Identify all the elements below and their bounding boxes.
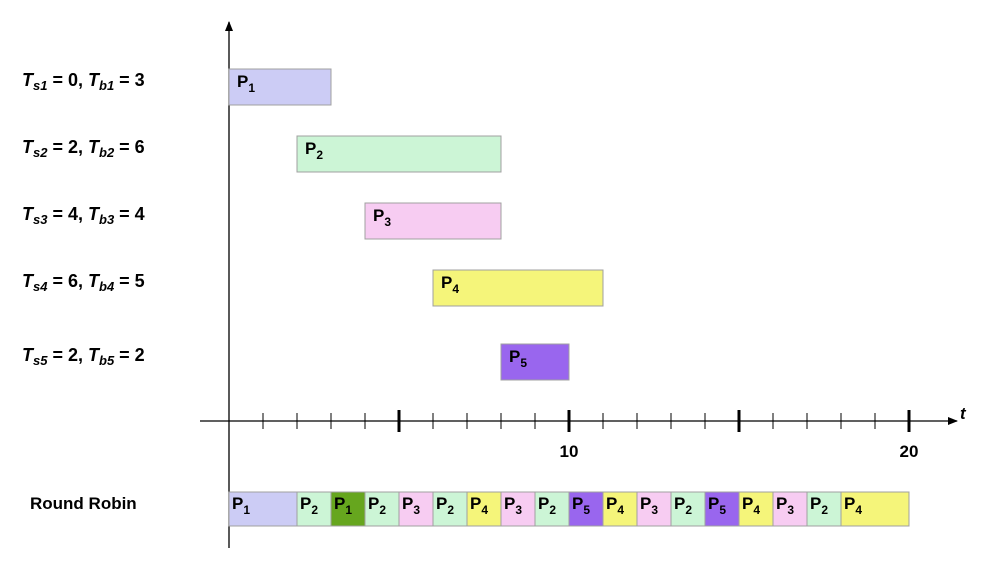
rr-segment-label: P5	[572, 494, 590, 517]
rr-segment	[296, 491, 332, 527]
rr-segment-label: P4	[844, 494, 862, 517]
rr-segment-label: P1	[232, 494, 250, 517]
process-bar-label-2: P2	[305, 139, 323, 162]
rr-segment	[500, 491, 536, 527]
rr-segment-label: P5	[708, 494, 726, 517]
process-bar-1	[228, 68, 332, 106]
tick-label-10: 10	[560, 442, 579, 461]
round-robin-label: Round Robin	[30, 494, 137, 513]
rr-segment	[534, 491, 570, 527]
process-label-3: Ts3 = 4, Tb3 = 4	[22, 204, 145, 227]
rr-segment	[636, 491, 672, 527]
rr-segment	[704, 491, 740, 527]
rr-segment-label: P2	[300, 494, 318, 517]
process-bar-label-5: P5	[509, 347, 527, 370]
rr-segment-label: P4	[470, 494, 488, 517]
rr-segment	[228, 491, 298, 527]
rr-segment	[568, 491, 604, 527]
rr-segment-label: P4	[606, 494, 624, 517]
process-label-2: Ts2 = 2, Tb2 = 6	[22, 137, 145, 160]
rr-segment	[466, 491, 502, 527]
rr-segment-label: P3	[402, 494, 420, 517]
rr-segment-label: P2	[436, 494, 454, 517]
rr-segment-label: P2	[674, 494, 692, 517]
rr-segment-label: P2	[538, 494, 556, 517]
rr-segment	[670, 491, 706, 527]
rr-segment	[806, 491, 842, 527]
process-bar-label-3: P3	[373, 206, 391, 229]
tick-label-20: 20	[900, 442, 919, 461]
process-bar-3	[364, 202, 502, 240]
process-bar-5	[500, 343, 570, 381]
rr-segment-label: P3	[776, 494, 794, 517]
process-label-1: Ts1 = 0, Tb1 = 3	[22, 70, 145, 93]
rr-segment-label: P1	[334, 494, 352, 517]
process-bar-label-4: P4	[441, 273, 459, 296]
time-axis-label: t	[960, 404, 967, 423]
process-bar-4	[432, 269, 604, 307]
process-label-4: Ts4 = 6, Tb4 = 5	[22, 271, 145, 294]
rr-segment	[738, 491, 774, 527]
process-bar-2	[296, 135, 502, 173]
rr-segment	[840, 491, 910, 527]
rr-segment-label: P2	[810, 494, 828, 517]
process-label-5: Ts5 = 2, Tb5 = 2	[22, 345, 145, 368]
rr-segment-label: P3	[640, 494, 658, 517]
rr-segment-label: P3	[504, 494, 522, 517]
process-bar-label-1: P1	[237, 72, 255, 95]
rr-segment-label: P4	[742, 494, 760, 517]
rr-segment-label: P2	[368, 494, 386, 517]
rr-segment	[398, 491, 434, 527]
